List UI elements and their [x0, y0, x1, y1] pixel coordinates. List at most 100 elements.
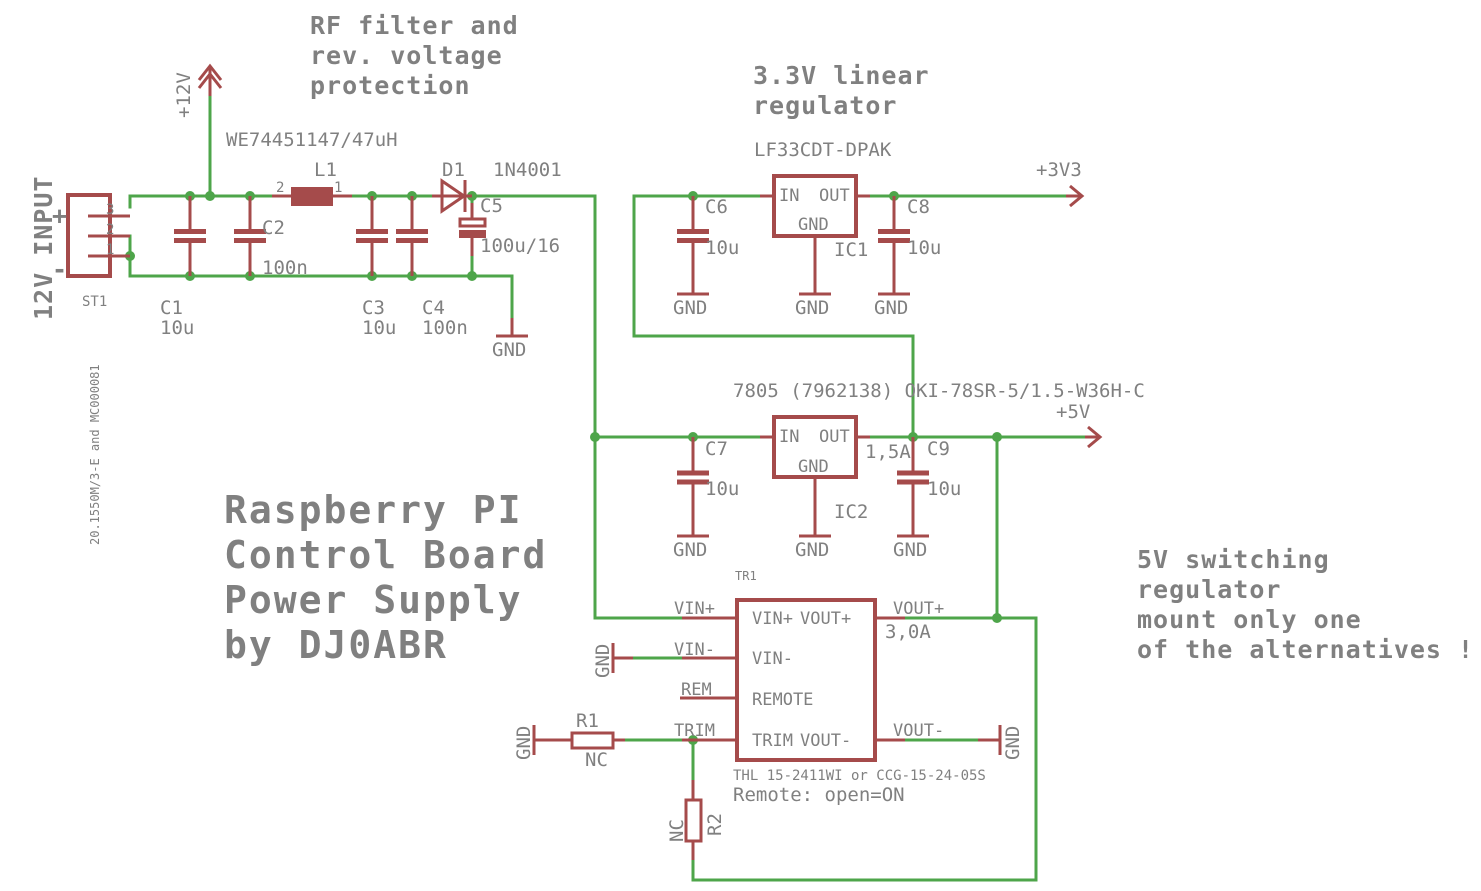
- tr1-net-rem: REM: [681, 680, 712, 700]
- diode-name: D1: [442, 159, 465, 181]
- ground-label: GND: [893, 539, 927, 561]
- note-line: regulator: [753, 91, 897, 120]
- connector-plus-sign: +: [52, 201, 68, 230]
- inductor-l1[interactable]: L1 2 1 WE74451147/47uH: [226, 129, 398, 206]
- note-switching-5v: 5V switching regulator mount only one of…: [1137, 545, 1473, 664]
- connector-part-number: 20.1550M/3-E and MC000081: [88, 364, 102, 545]
- capacitor-plate: [677, 479, 709, 485]
- ic1-name: IC1: [834, 239, 868, 261]
- title-line: Power Supply: [224, 578, 523, 622]
- junction: [992, 613, 1002, 623]
- tr1-net-vin-minus: VIN-: [674, 640, 715, 660]
- note-linear-33: 3.3V linear regulator: [753, 61, 930, 120]
- title-line: by DJ0ABR: [224, 623, 448, 667]
- capacitor-c7[interactable]: C7 10u: [677, 437, 739, 518]
- diode-triangle: [440, 178, 467, 214]
- capacitor-name: C9: [927, 438, 950, 460]
- ground-label: GND: [513, 726, 535, 760]
- supply-label-12v: +12V: [173, 72, 195, 118]
- switching-regulator-tr1[interactable]: VIN+ VOUT+ VIN- REMOTE TRIM VOUT- VIN+ V…: [674, 569, 986, 806]
- ground-symbol: GND: [673, 276, 709, 319]
- net-12v-in: [128, 194, 274, 209]
- regulator-ic1[interactable]: IN OUT GND IC1 LF33CDT-DPAK: [754, 139, 892, 276]
- note-line: regulator: [1137, 575, 1281, 604]
- tr1-net-vout-minus: VOUT-: [893, 721, 944, 741]
- capacitor-value: 10u: [705, 478, 739, 500]
- ground-symbol: GND: [513, 725, 554, 760]
- resistor-name: R2: [704, 813, 726, 836]
- regulator-ic2[interactable]: IN OUT GND IC2 7805 (7962138) OKI-78SR-5…: [733, 380, 1145, 523]
- pin-number-2: 2: [106, 222, 114, 238]
- capacitor-plate-negative: [459, 230, 486, 238]
- capacitor-plate: [878, 229, 910, 234]
- capacitor-value: 100u/16: [480, 235, 560, 257]
- capacitor-value: 10u: [907, 237, 941, 259]
- tr1-inner-remote: REMOTE: [752, 690, 813, 710]
- ic2-label-out: OUT: [819, 427, 850, 447]
- inductor-name: L1: [314, 159, 337, 181]
- note-line: 3.3V linear: [753, 61, 930, 90]
- capacitor-value: 10u: [160, 317, 194, 339]
- junction: [992, 432, 1002, 442]
- ic2-label-in: IN: [779, 427, 799, 447]
- capacitor-name: C2: [262, 217, 285, 239]
- net-vin-protected: [470, 194, 732, 620]
- inductor-pin-1: 1: [334, 180, 342, 196]
- supply-label-5v: +5V: [1056, 401, 1090, 423]
- tr1-inner-vin-plus: VIN+: [752, 609, 793, 629]
- note-line: protection: [310, 71, 471, 100]
- tr1-value: THL 15-2411WI or CCG-15-24-05S: [733, 768, 986, 784]
- note-line: 5V switching: [1137, 545, 1330, 574]
- capacitor-name: C7: [705, 438, 728, 460]
- ground-symbol: GND: [893, 518, 929, 561]
- capacitor-name: C1: [160, 297, 183, 319]
- junctions: [125, 191, 1002, 745]
- resistor-name: R1: [576, 710, 599, 732]
- arrow-right-icon: [1087, 425, 1103, 449]
- junction: [467, 271, 477, 281]
- inductor-pin-2: 2: [276, 180, 284, 196]
- ground-label: GND: [592, 644, 614, 678]
- ground-symbol: GND: [592, 643, 633, 678]
- ground-symbol: GND: [795, 518, 831, 561]
- ground-symbol: GND: [978, 725, 1024, 760]
- resistor-r2[interactable]: R2 NC: [666, 780, 726, 860]
- inductor-body: [291, 187, 333, 206]
- supply-5v: +5V: [1056, 401, 1103, 449]
- capacitor-plate: [234, 229, 266, 234]
- tr1-current: 3,0A: [885, 621, 931, 643]
- inductor-value: WE74451147/47uH: [226, 129, 398, 151]
- resistor-r1[interactable]: R1 NC: [534, 710, 625, 771]
- net-vout-plus: [691, 616, 1038, 882]
- title-line: Raspberry PI: [224, 488, 523, 532]
- note-line: rev. voltage: [310, 41, 503, 70]
- tr1-body: [735, 598, 877, 762]
- capacitor-plate: [677, 470, 709, 476]
- connector-st1[interactable]: 3 2 1 + - 12V INPUT ST1 20.1550M/3-E and…: [29, 176, 130, 545]
- diode-d1[interactable]: D1 1N4001: [432, 159, 562, 214]
- capacitor-plate: [174, 238, 206, 243]
- connector-label: 12V INPUT: [29, 176, 58, 320]
- resistor-value: NC: [585, 749, 608, 771]
- ground-label: GND: [1002, 726, 1024, 760]
- ground-label: GND: [795, 297, 829, 319]
- note-line: RF filter and: [310, 11, 519, 40]
- arrow-up-icon: [197, 71, 223, 89]
- note-rf-filter: RF filter and rev. voltage protection: [310, 11, 519, 100]
- arrow-right-icon: [1069, 184, 1085, 208]
- tr1-inner-vout-minus: VOUT-: [800, 731, 851, 751]
- capacitor-plate: [356, 229, 388, 234]
- arrow-up-icon: [197, 63, 223, 81]
- capacitor-c5[interactable]: C5 100u/16: [458, 195, 560, 257]
- note-line: mount only one: [1137, 605, 1362, 634]
- ic1-value: LF33CDT-DPAK: [754, 139, 892, 161]
